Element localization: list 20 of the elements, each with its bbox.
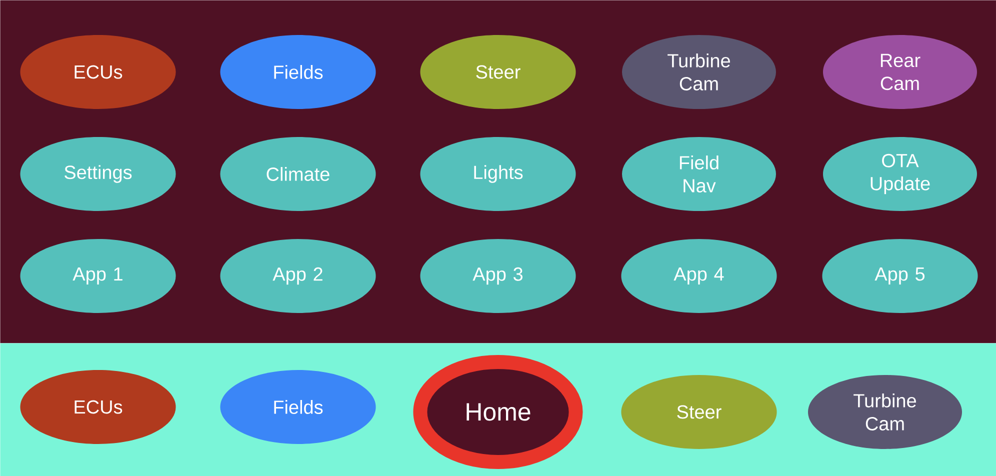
app-button: Lights — [420, 137, 576, 211]
app-button: Field Nav — [622, 137, 776, 211]
app-button: Turbine Cam — [808, 375, 962, 449]
app-button: Fields — [220, 370, 376, 444]
app-button: Steer — [621, 375, 777, 449]
home-button: Home — [413, 355, 583, 469]
app-button: OTA Update — [823, 137, 977, 211]
app-button: App 2 — [220, 239, 376, 313]
app-button: Steer — [420, 35, 576, 109]
app-button: ECUs — [20, 370, 176, 444]
app-button: Fields — [220, 35, 376, 109]
app-button: Climate — [220, 137, 376, 211]
app-button: Settings — [20, 137, 176, 211]
app-button: App 5 — [822, 239, 978, 313]
app-button: App 1 — [20, 239, 176, 313]
app-button: App 3 — [420, 239, 576, 313]
app-button: ECUs — [20, 35, 176, 109]
app-button: Rear Cam — [823, 35, 977, 109]
app-button: Turbine Cam — [622, 35, 776, 109]
app-button: App 4 — [621, 239, 777, 313]
